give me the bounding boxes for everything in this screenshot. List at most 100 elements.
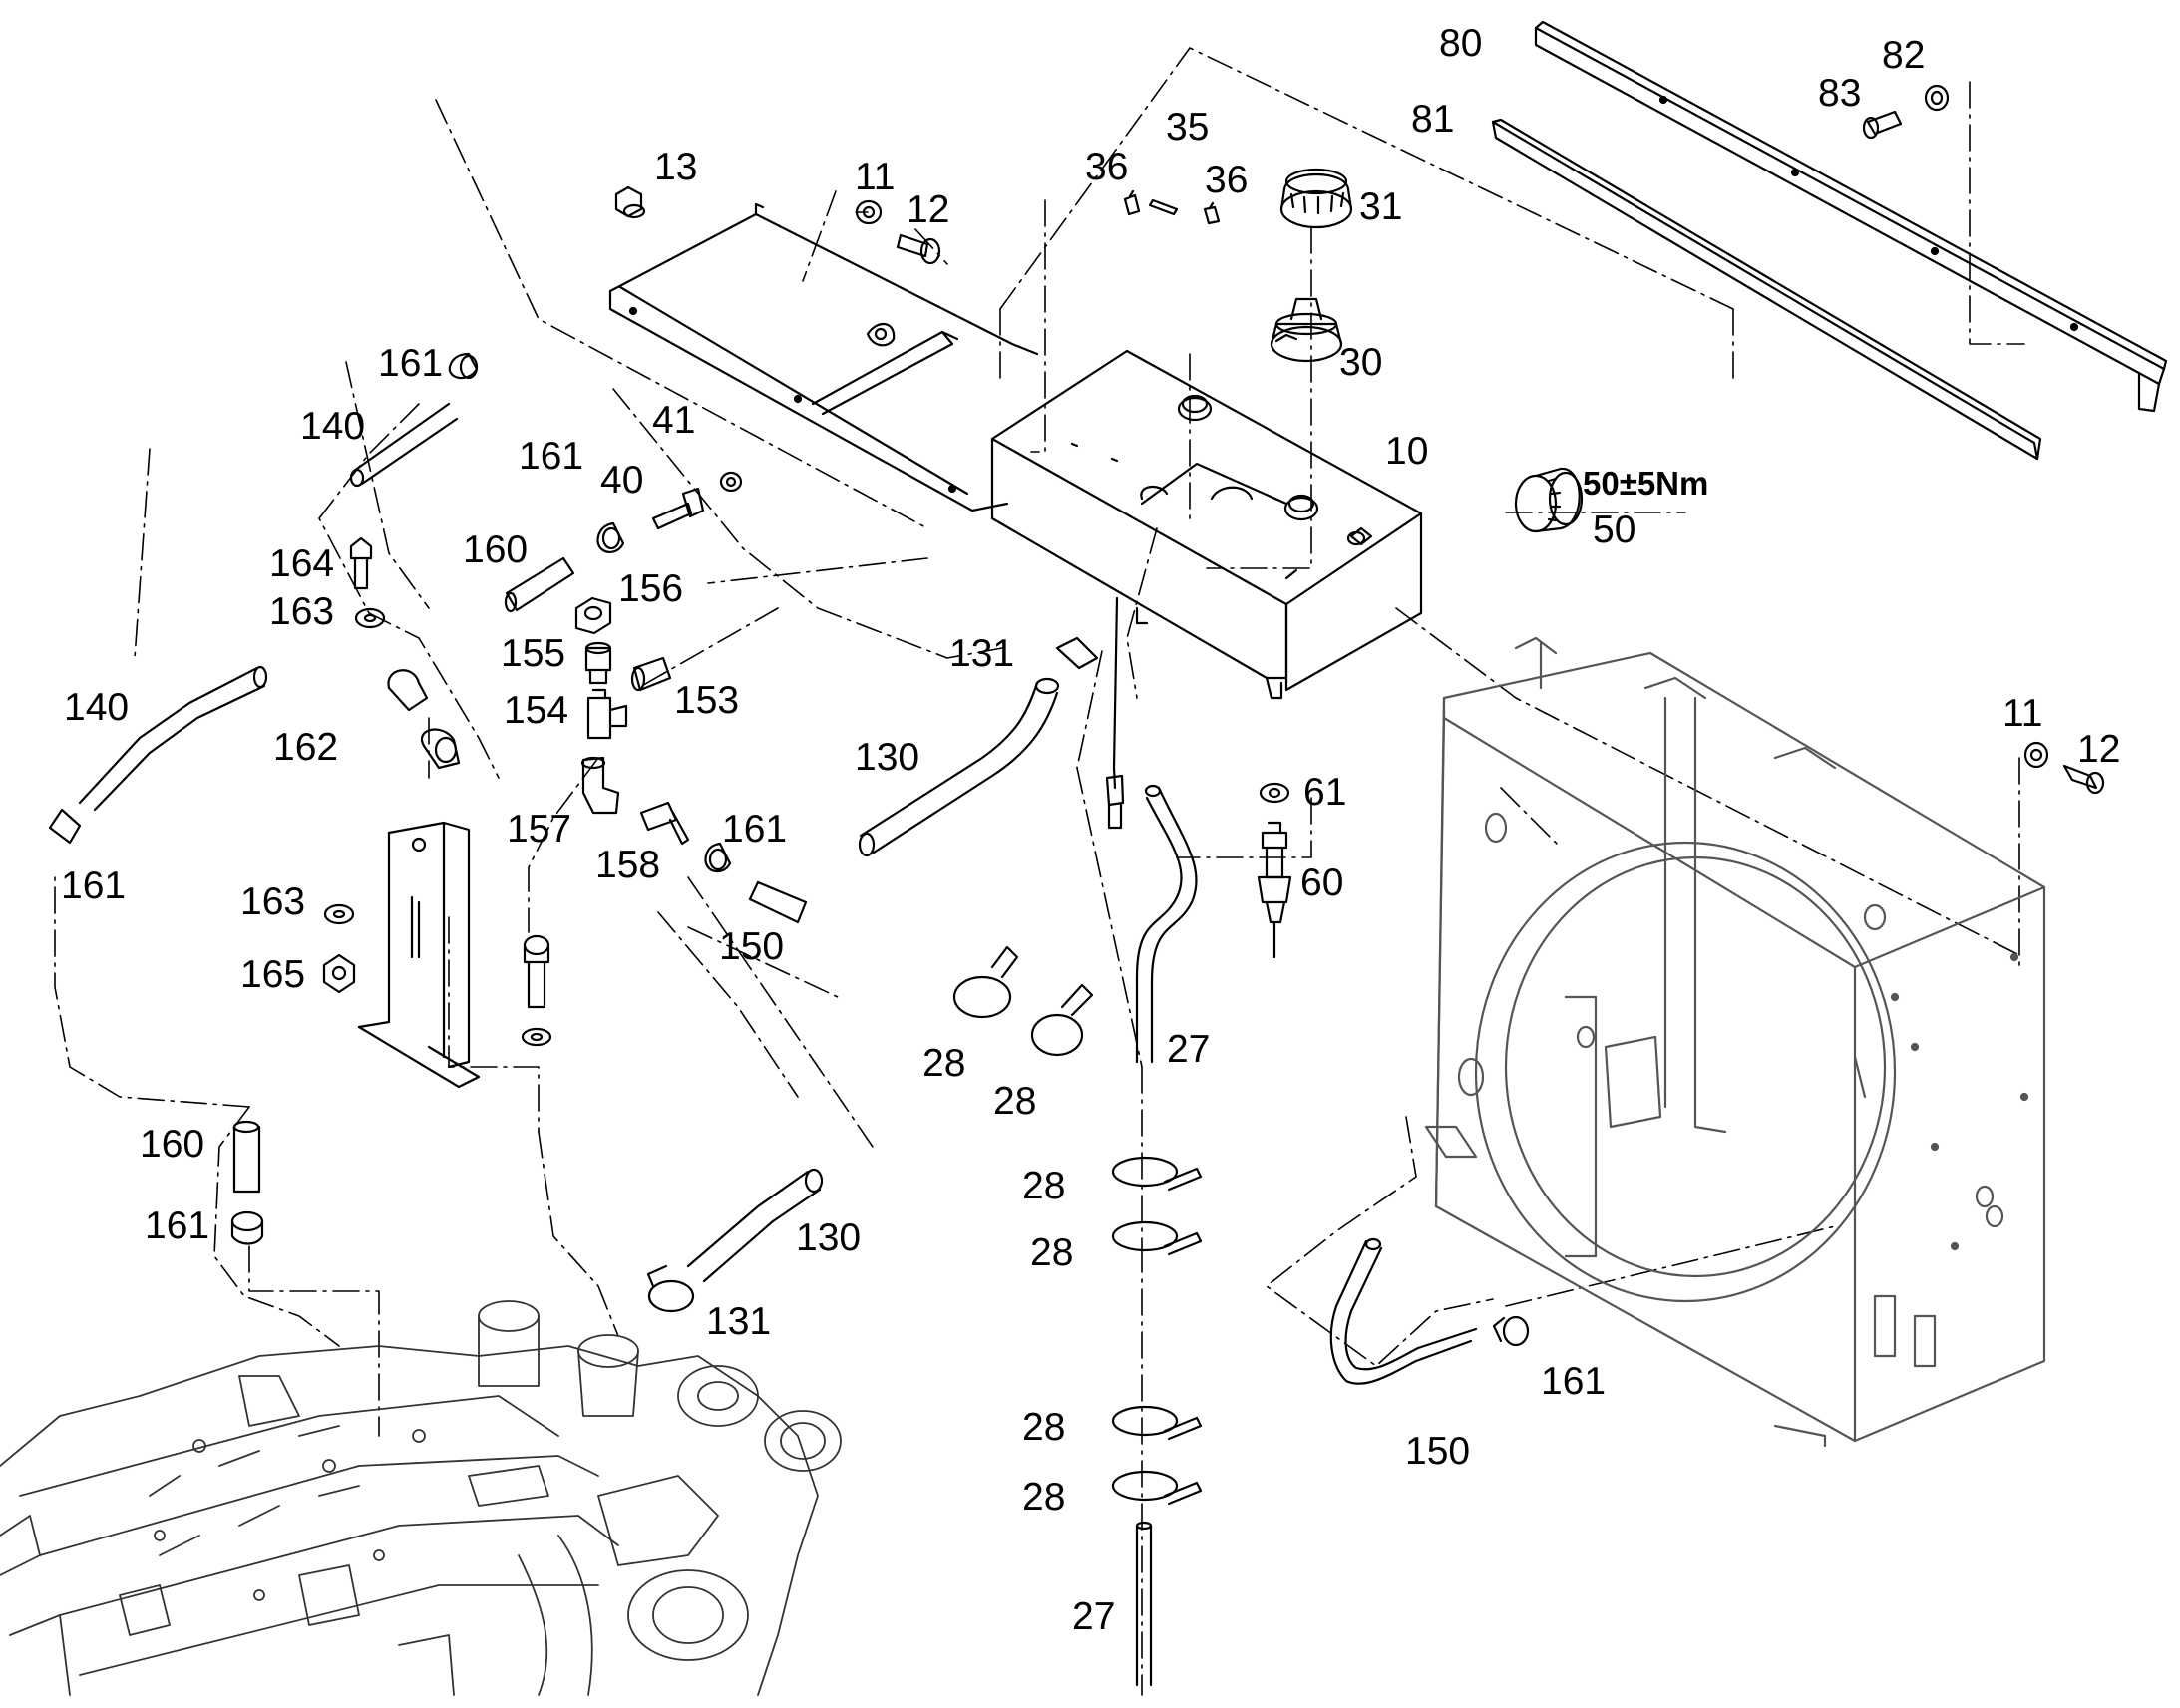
adapter-158 <box>639 801 690 846</box>
label-11-top: 11 <box>855 156 896 198</box>
label-161b: 161 <box>519 435 584 478</box>
label-165: 165 <box>240 953 306 996</box>
bolt-near-bracket <box>521 934 552 1047</box>
label-161e: 161 <box>145 1204 210 1247</box>
hose-clamp-28a <box>952 945 1019 1019</box>
label-50: 50 <box>1593 509 1636 551</box>
label-27b: 27 <box>1072 1595 1116 1638</box>
label-35: 35 <box>1166 106 1210 149</box>
hose-140-upper <box>349 402 459 488</box>
clamp-161-left <box>48 808 82 845</box>
label-140b: 140 <box>64 686 130 729</box>
hose-160-left <box>232 1120 261 1194</box>
bolt-40 <box>651 487 705 530</box>
label-158: 158 <box>595 844 661 886</box>
label-150b: 150 <box>1405 1430 1471 1473</box>
label-156: 156 <box>618 567 684 610</box>
label-164: 164 <box>269 542 335 585</box>
cap-31 <box>1279 168 1353 229</box>
nut-156 <box>574 596 612 635</box>
hose-130-lower <box>686 1168 824 1283</box>
label-161a: 161 <box>378 342 444 385</box>
label-31: 31 <box>1359 185 1403 228</box>
leader-lines <box>54 47 2025 1696</box>
label-13: 13 <box>654 146 698 188</box>
label-10: 10 <box>1385 430 1429 473</box>
washer-11-top <box>855 199 883 225</box>
label-161f: 161 <box>1541 1360 1607 1403</box>
label-11-right: 11 <box>2002 692 2043 735</box>
hose-clamp-28b <box>1030 983 1094 1057</box>
bolt-164 <box>349 536 373 590</box>
bolt-83 <box>1862 110 1903 140</box>
label-28a: 28 <box>922 1042 966 1085</box>
engine <box>0 1300 842 1696</box>
label-130b: 130 <box>796 1216 862 1259</box>
washer-82 <box>1924 84 1950 112</box>
hose-150-right <box>1329 1237 1478 1385</box>
bolt-12-right <box>2062 764 2105 795</box>
hose-27-lower <box>1135 1521 1153 1687</box>
washer-61 <box>1259 782 1290 804</box>
nut-13 <box>614 185 646 219</box>
label-40: 40 <box>600 459 644 502</box>
washer-11-right <box>2023 741 2049 769</box>
label-60: 60 <box>1300 861 1344 904</box>
clamp-161-right <box>1492 1315 1530 1347</box>
rail-81 <box>1491 118 2042 461</box>
label-41: 41 <box>652 399 696 442</box>
clamp-161-bottom <box>230 1210 264 1245</box>
hose-160-short <box>504 556 575 613</box>
nut-165 <box>322 953 356 994</box>
label-131a: 131 <box>949 632 1015 675</box>
label-130a: 130 <box>855 736 920 779</box>
label-82: 82 <box>1882 34 1926 77</box>
cap-30 <box>1270 297 1343 363</box>
clamp-162 <box>387 669 461 770</box>
plug-50 <box>1514 467 1584 533</box>
rail-80 <box>1534 20 2168 413</box>
label-27a: 27 <box>1167 1028 1211 1071</box>
label-80: 80 <box>1439 22 1483 65</box>
washer-163-mid <box>323 903 355 925</box>
label-28b: 28 <box>993 1080 1037 1123</box>
label-163b: 163 <box>240 880 306 923</box>
label-140a: 140 <box>300 405 366 448</box>
clamp-131-lower <box>646 1264 695 1313</box>
label-12-top: 12 <box>907 188 950 231</box>
label-28f: 28 <box>1022 1476 1066 1519</box>
hose-27-upper <box>1135 784 1198 1064</box>
label-61: 61 <box>1303 771 1347 814</box>
washer-163-top <box>354 607 386 629</box>
label-153: 153 <box>674 679 740 722</box>
hose-clamp-28c <box>1111 1156 1203 1192</box>
clamp-161-mid <box>596 521 625 553</box>
label-150a: 150 <box>719 925 785 968</box>
label-36b: 36 <box>1205 159 1249 201</box>
label-50-torque: 50±5Nm <box>1583 465 1709 502</box>
label-163a: 163 <box>269 590 335 633</box>
washer-41 <box>719 471 743 493</box>
label-160b: 160 <box>140 1123 205 1166</box>
hose-140-lower <box>78 665 268 812</box>
bracket-frame <box>608 202 1039 512</box>
clamp-161-lower <box>704 842 732 873</box>
label-160a: 160 <box>463 528 529 571</box>
label-162: 162 <box>273 726 339 769</box>
hose-150-short <box>748 880 808 924</box>
label-131b: 131 <box>706 1300 772 1343</box>
label-30: 30 <box>1339 341 1383 384</box>
hose-clamp-28e <box>1111 1405 1203 1441</box>
label-81: 81 <box>1411 98 1455 141</box>
adapter-153 <box>630 656 672 692</box>
label-28e: 28 <box>1022 1406 1066 1449</box>
label-36a: 36 <box>1085 146 1129 188</box>
support-bracket <box>357 821 481 1089</box>
sensor-60 <box>1257 821 1292 959</box>
bolt-12-top <box>896 233 941 265</box>
elbow-157 <box>580 756 620 815</box>
label-155: 155 <box>501 632 566 675</box>
label-157: 157 <box>507 808 572 851</box>
hose-clamp-28f <box>1111 1470 1203 1506</box>
